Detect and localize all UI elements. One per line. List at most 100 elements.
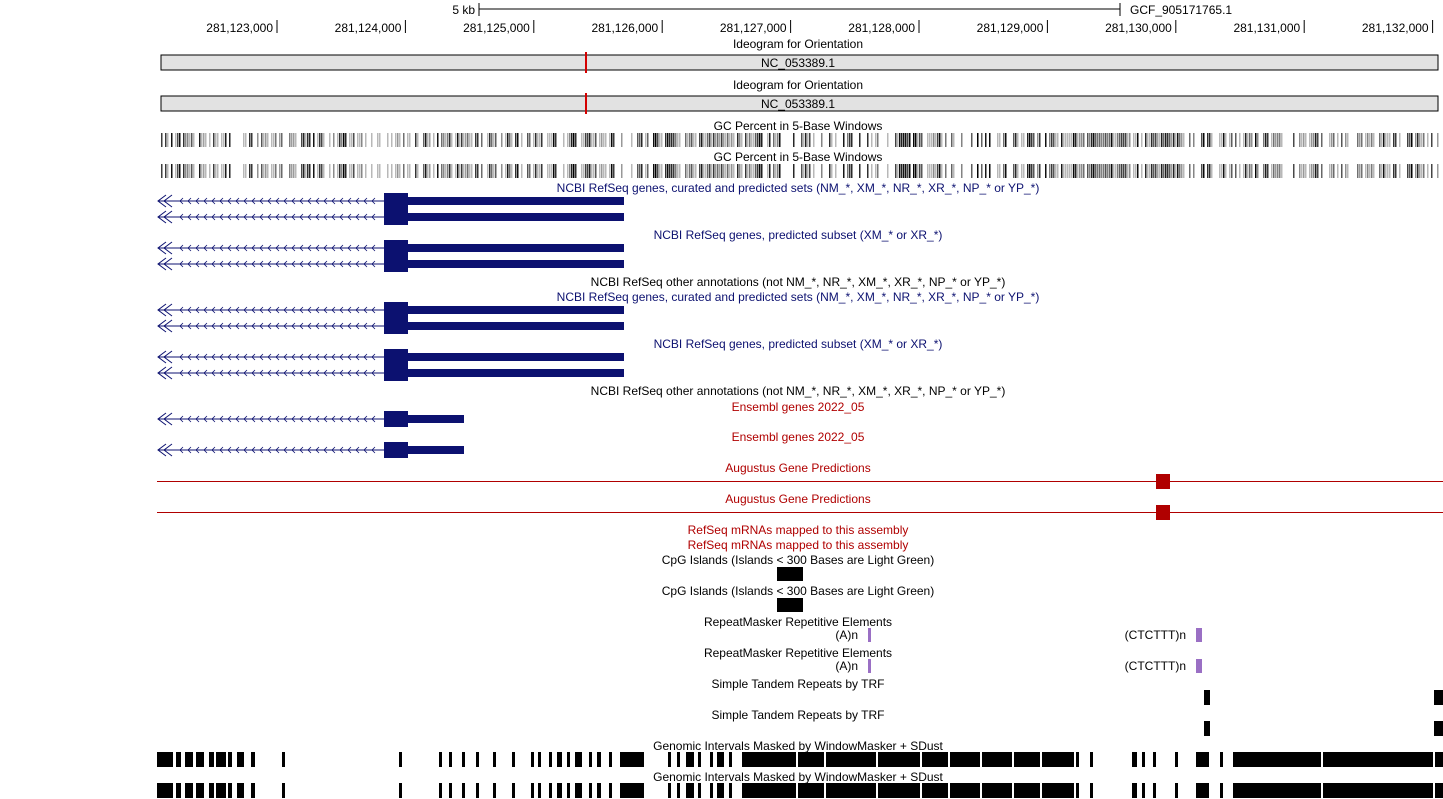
masked-interval[interactable] xyxy=(1042,783,1074,798)
masked-interval[interactable] xyxy=(237,783,244,798)
masked-interval[interactable] xyxy=(196,752,204,767)
masked-interval[interactable] xyxy=(493,783,496,798)
masked-interval[interactable] xyxy=(251,783,255,798)
masked-interval[interactable] xyxy=(512,752,515,767)
masked-interval[interactable] xyxy=(237,752,244,767)
utr-block[interactable] xyxy=(408,260,624,268)
exon-block[interactable] xyxy=(384,318,408,334)
masked-interval[interactable] xyxy=(531,783,534,798)
masked-interval[interactable] xyxy=(597,783,601,798)
masked-interval[interactable] xyxy=(157,752,173,767)
masked-interval[interactable] xyxy=(549,783,552,798)
masked-interval[interactable] xyxy=(729,752,732,767)
masked-interval[interactable] xyxy=(176,783,181,798)
masked-interval[interactable] xyxy=(589,752,592,767)
masked-interval[interactable] xyxy=(1153,783,1156,798)
masked-interval[interactable] xyxy=(439,752,442,767)
tandem-repeat[interactable] xyxy=(1204,690,1210,705)
masked-interval[interactable] xyxy=(228,752,232,767)
masked-interval[interactable] xyxy=(209,783,214,798)
masked-interval[interactable] xyxy=(538,752,541,767)
masked-interval[interactable] xyxy=(1233,752,1321,767)
augustus-exon[interactable] xyxy=(1156,474,1170,489)
masked-interval[interactable] xyxy=(493,752,496,767)
masked-interval[interactable] xyxy=(698,783,701,798)
masked-interval[interactable] xyxy=(1196,752,1209,767)
tandem-repeat-2[interactable] xyxy=(1434,721,1443,736)
masked-interval[interactable] xyxy=(717,752,724,767)
masked-interval[interactable] xyxy=(512,783,515,798)
exon-block[interactable] xyxy=(384,411,408,427)
masked-interval[interactable] xyxy=(462,752,465,767)
masked-interval[interactable] xyxy=(549,752,552,767)
masked-interval[interactable] xyxy=(922,783,948,798)
gc-percent-track[interactable] xyxy=(161,133,1439,147)
masked-interval[interactable] xyxy=(1233,783,1321,798)
gc-percent-track-2[interactable] xyxy=(161,164,1439,178)
repeat-element-ctcttt-2[interactable] xyxy=(1196,659,1202,673)
gene-model[interactable] xyxy=(157,209,624,225)
masked-interval[interactable] xyxy=(668,783,671,798)
masked-interval[interactable] xyxy=(176,752,181,767)
utr-block[interactable] xyxy=(408,213,624,221)
masked-interval[interactable] xyxy=(216,783,226,798)
chromosome-bar-2[interactable] xyxy=(160,95,1439,112)
masked-interval[interactable] xyxy=(282,783,285,798)
masked-interval[interactable] xyxy=(282,752,285,767)
masked-interval[interactable] xyxy=(538,783,541,798)
masked-interval[interactable] xyxy=(399,783,402,798)
masked-interval[interactable] xyxy=(1175,783,1178,798)
masked-interval[interactable] xyxy=(698,752,701,767)
masked-interval[interactable] xyxy=(476,783,479,798)
masked-interval[interactable] xyxy=(950,752,980,767)
utr-block[interactable] xyxy=(408,369,624,377)
masked-interval[interactable] xyxy=(1142,783,1145,798)
masked-interval[interactable] xyxy=(686,752,694,767)
masked-interval[interactable] xyxy=(589,783,592,798)
masked-interval[interactable] xyxy=(878,752,920,767)
masked-interval[interactable] xyxy=(729,783,732,798)
gene-model[interactable] xyxy=(157,302,624,318)
utr-block[interactable] xyxy=(408,446,464,454)
masked-interval[interactable] xyxy=(1435,783,1443,798)
tandem-repeat[interactable] xyxy=(1434,690,1443,705)
masked-interval[interactable] xyxy=(609,752,612,767)
chromosome-bar[interactable] xyxy=(160,54,1439,71)
masked-interval[interactable] xyxy=(1090,752,1093,767)
masked-interval[interactable] xyxy=(1153,752,1156,767)
masked-interval[interactable] xyxy=(449,752,452,767)
masked-interval[interactable] xyxy=(597,752,601,767)
masked-interval[interactable] xyxy=(982,752,1012,767)
masked-interval[interactable] xyxy=(1076,783,1079,798)
masked-interval[interactable] xyxy=(1132,783,1137,798)
masked-interval[interactable] xyxy=(710,752,713,767)
masked-interval[interactable] xyxy=(196,783,204,798)
masked-interval[interactable] xyxy=(620,752,644,767)
masked-interval[interactable] xyxy=(1014,752,1040,767)
masked-interval[interactable] xyxy=(609,783,612,798)
utr-block[interactable] xyxy=(408,197,624,205)
masked-interval[interactable] xyxy=(567,783,570,798)
masked-interval[interactable] xyxy=(476,752,479,767)
windowmasker-track[interactable] xyxy=(157,752,1443,767)
gene-model[interactable] xyxy=(157,442,464,458)
masked-interval[interactable] xyxy=(742,752,796,767)
augustus-exon-2[interactable] xyxy=(1156,505,1170,520)
masked-interval[interactable] xyxy=(228,783,232,798)
masked-interval[interactable] xyxy=(531,752,534,767)
masked-interval[interactable] xyxy=(449,783,452,798)
exon-block[interactable] xyxy=(384,442,408,458)
masked-interval[interactable] xyxy=(185,783,193,798)
gene-model[interactable] xyxy=(157,256,624,272)
masked-interval[interactable] xyxy=(462,783,465,798)
masked-interval[interactable] xyxy=(575,783,582,798)
exon-block[interactable] xyxy=(384,209,408,225)
repeat-element-polya-2[interactable] xyxy=(868,659,871,673)
masked-interval[interactable] xyxy=(185,752,193,767)
tandem-repeat-2[interactable] xyxy=(1204,721,1210,736)
masked-interval[interactable] xyxy=(878,783,920,798)
masked-interval[interactable] xyxy=(686,783,694,798)
exon-block[interactable] xyxy=(384,302,408,318)
